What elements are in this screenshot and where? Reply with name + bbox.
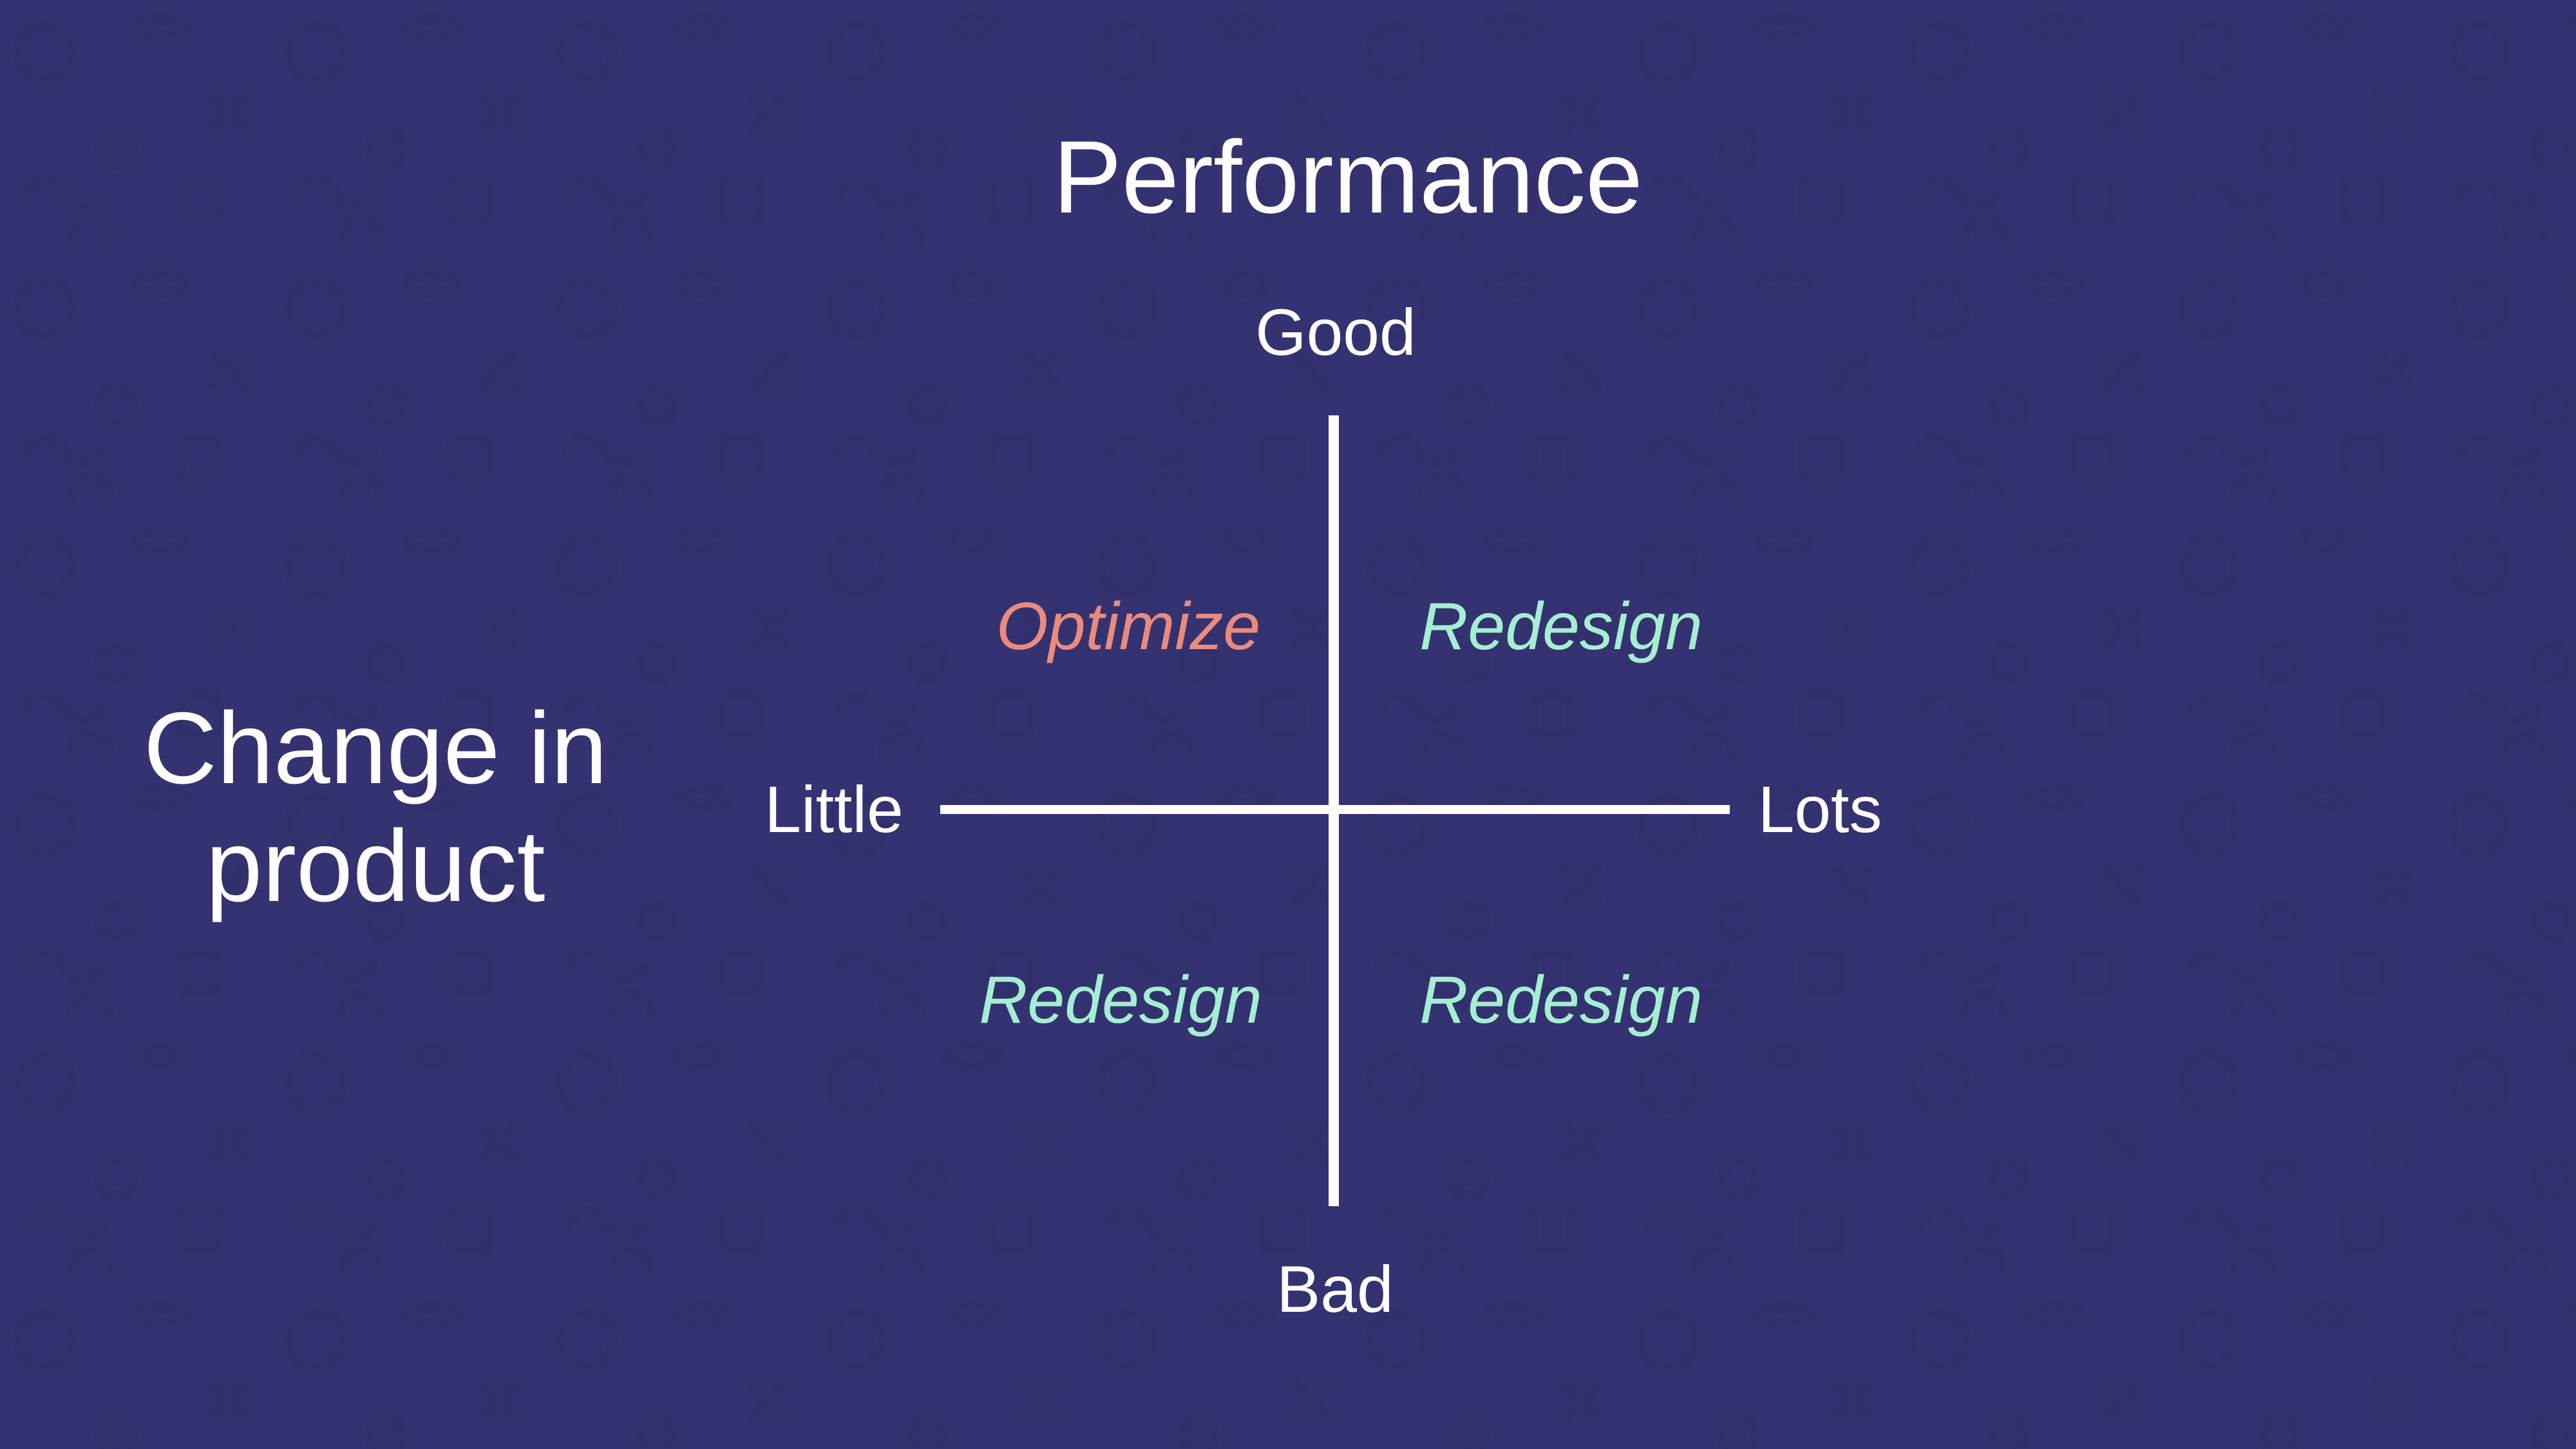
quadrant-label-top-right: Redesign bbox=[1419, 589, 1703, 664]
quadrant-label-top-left: Optimize bbox=[996, 589, 1261, 664]
quadrant-label-bottom-left: Redesign bbox=[979, 963, 1262, 1037]
quadrant-label-bottom-right: Redesign bbox=[1419, 963, 1703, 1037]
vertical-axis-bottom-label: Bad bbox=[1276, 1253, 1394, 1326]
horizontal-axis-left-label: Little bbox=[764, 773, 904, 846]
diagram-title: Performance bbox=[1053, 119, 1643, 234]
horizontal-axis-right-label: Lots bbox=[1757, 773, 1882, 846]
vertical-axis-top-label: Good bbox=[1255, 296, 1416, 369]
horizontal-axis-title: Change in product bbox=[143, 692, 608, 923]
horizontal-axis-line bbox=[940, 805, 1730, 814]
